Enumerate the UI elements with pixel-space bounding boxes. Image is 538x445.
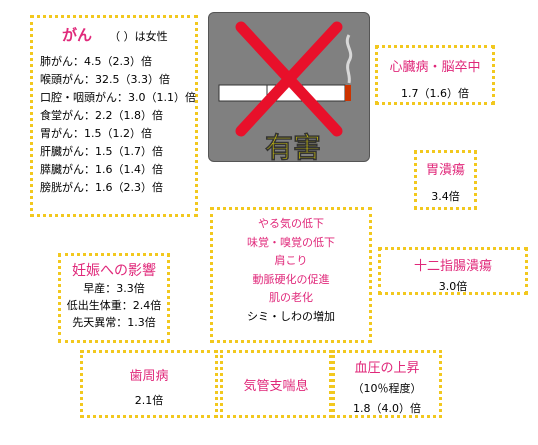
smoke-icon <box>345 34 353 84</box>
cancer-item-stomach: 胃がん：1.5（1.2）倍 <box>40 127 152 140</box>
symptom-shoulder: 肩こり <box>274 254 308 267</box>
cancer-item-bladder: 膀胱がん：1.6（2.3）倍 <box>40 181 163 194</box>
cancer-title: がん <box>62 26 93 44</box>
cancer-item-esophagus: 食堂がん：2.2（1.8）倍 <box>40 109 163 122</box>
cancer-box: がん （ ）は女性 肺がん：4.5（2.3）倍 喉頭がん：32.5（3.3）倍 … <box>30 15 198 217</box>
periodontal-box: 歯周病 2.1倍 <box>80 350 218 418</box>
cancer-item-oral: 口腔・咽頭がん：3.0（1.1）倍 <box>40 91 196 104</box>
pregnancy-item-preterm: 早産：3.3倍 <box>83 282 145 295</box>
blood-pressure-note: （10％程度） <box>352 382 422 395</box>
duodenal-ulcer-box: 十二指腸潰瘍 3.0倍 <box>378 247 528 295</box>
cigarette-filter-icon <box>218 84 268 102</box>
symptom-arteriosclerosis: 動脈硬化の促進 <box>252 272 330 286</box>
pregnancy-box: 妊娠への影響 早産：3.3倍 低出生体重：2.4倍 先天異常：1.3倍 <box>58 253 170 343</box>
periodontal-value: 2.1倍 <box>134 394 164 407</box>
pregnancy-title: 妊娠への影響 <box>72 263 156 279</box>
blood-pressure-title: 血圧の上昇 <box>354 361 420 376</box>
symptom-motivation: やる気の低下 <box>258 217 324 230</box>
gastric-ulcer-value: 3.4倍 <box>431 190 460 203</box>
cancer-item-pancreas: 膵臓がん：1.6（1.4）倍 <box>40 163 163 176</box>
cigarette-ember-icon <box>345 85 351 101</box>
cardio-title: 心臓病・脳卒中 <box>389 60 481 75</box>
no-smoking-icon: 有害 <box>218 21 353 163</box>
gastric-ulcer-title: 胃潰瘍 <box>425 163 465 178</box>
asthma-box: 気管支喘息 <box>220 350 332 418</box>
symptom-spots-wrinkles: シミ・しわの増加 <box>247 309 335 323</box>
symptom-skin-aging: 肌の老化 <box>269 291 313 304</box>
pregnancy-item-low-birth-weight: 低出生体重：2.4倍 <box>66 299 162 312</box>
asthma-title: 気管支喘息 <box>243 379 309 394</box>
harmful-label: 有害 <box>265 131 321 163</box>
cross-line-2 <box>235 21 343 137</box>
no-smoking-image: 有害 <box>208 12 370 163</box>
blood-pressure-value: 1.8（4.0）倍 <box>353 402 421 415</box>
cancer-header: がん （ ）は女性 <box>62 24 195 45</box>
cancer-note: （ ）は女性 <box>109 30 168 43</box>
cancer-item-lung: 肺がん：4.5（2.3）倍 <box>40 55 152 68</box>
gastric-ulcer-box: 胃潰瘍 3.4倍 <box>414 150 477 210</box>
cardio-box: 心臓病・脳卒中 1.7（1.6）倍 <box>375 45 495 105</box>
duodenal-ulcer-title: 十二指腸潰瘍 <box>413 259 492 274</box>
duodenal-ulcer-value: 3.0倍 <box>438 280 468 293</box>
symptoms-box: やる気の低下 味覚・嗅覚の低下 肩こり 動脈硬化の促進 肌の老化 シミ・しわの増… <box>210 207 372 343</box>
symptom-taste-smell: 味覚・嗅覚の低下 <box>247 235 335 249</box>
cardio-value: 1.7（1.6）倍 <box>401 87 469 100</box>
periodontal-title: 歯周病 <box>129 369 169 384</box>
blood-pressure-box: 血圧の上昇 （10％程度） 1.8（4.0）倍 <box>332 350 442 418</box>
pregnancy-item-congenital: 先天異常：1.3倍 <box>72 316 156 329</box>
cancer-item-liver: 肝臓がん：1.5（1.7）倍 <box>40 145 163 158</box>
cancer-item-larynx: 喉頭がん：32.5（3.3）倍 <box>40 73 170 86</box>
